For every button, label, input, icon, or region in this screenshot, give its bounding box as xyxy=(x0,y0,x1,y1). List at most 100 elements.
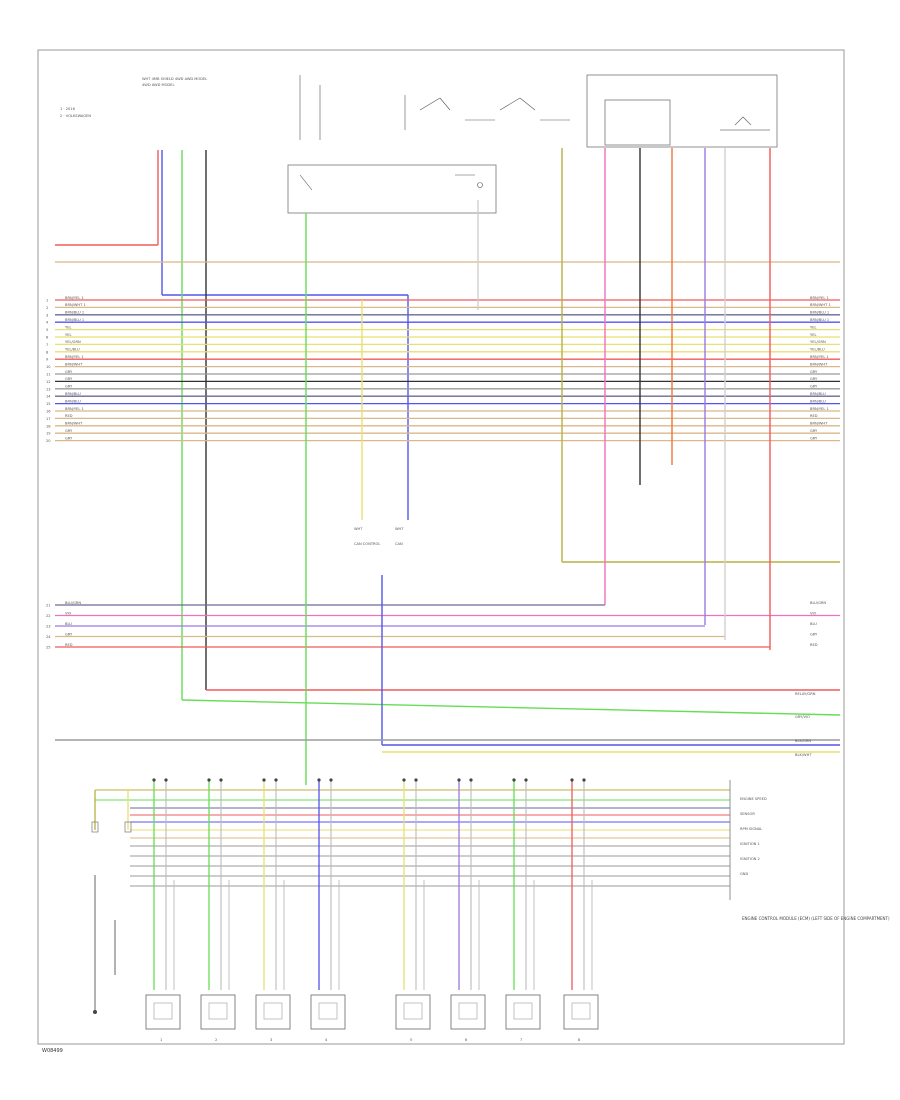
bus-wire-label-left: YEL xyxy=(65,325,71,329)
bus-wire-pin: 7 xyxy=(46,343,48,347)
bus-wire-pin: 20 xyxy=(46,439,51,443)
svg-text:SENSOR: SENSOR xyxy=(740,812,755,816)
bus-wire-label-right: YEL xyxy=(810,333,816,337)
bus-wire: GRY GRY 19 xyxy=(46,429,840,436)
bus-wire: RED RED 17 xyxy=(46,414,840,421)
mid-wire-label-right: VIO xyxy=(810,611,817,615)
bus-wire-label-right: YEL/BLU xyxy=(810,348,825,352)
bus-wire-label-right: YEL xyxy=(810,325,816,329)
bus-wire-label-left: BRN/BLU xyxy=(65,399,81,403)
bus-wire-pin: 17 xyxy=(46,417,51,421)
bus-wire-label-left: GRY xyxy=(65,429,73,433)
bus-wire-label-right: BRN/WHT xyxy=(810,422,828,426)
ecm-label: ENGINE CONTROL MODULE (ECM) (LEFT SIDE O… xyxy=(742,916,890,921)
fuel-injector: 5 xyxy=(395,778,431,1042)
bus-wire: YEL YEL 5 xyxy=(46,325,840,332)
mid-connector-a: WHT CAN CONTROL xyxy=(354,527,380,546)
injector-label: 3 xyxy=(270,1038,272,1042)
svg-text:IGNITION 2: IGNITION 2 xyxy=(740,857,760,861)
mid-wire-label-right: BLU xyxy=(810,622,817,626)
harness-connector xyxy=(124,790,132,833)
bus-wire-pin: 8 xyxy=(46,350,49,354)
mid-wire-label-left: RED xyxy=(65,643,73,647)
mid-wire: VIO VIO 22 xyxy=(46,611,840,618)
bus-wire-label-right: BRN/YEL 1 xyxy=(810,296,829,300)
bus-wire-label-right: RED xyxy=(810,414,818,418)
injector-label: 8 xyxy=(578,1038,581,1042)
bus-wire-label-left: BRN/BLU 1 xyxy=(65,311,84,315)
bus-wire-label-left: BRN/YEL 1 xyxy=(65,296,84,300)
legend-line-2: 2 · VOLKSWAGEN xyxy=(60,114,91,118)
bus-wire-pin: 15 xyxy=(46,402,51,406)
mid-connector-b: WHT CAN xyxy=(395,527,404,546)
bus-wire-pin: 19 xyxy=(46,432,51,436)
fuel-injector: 4 xyxy=(310,778,346,1042)
right-note-1: RELAY/GRN xyxy=(795,692,816,696)
svg-text:RPM SIGNAL: RPM SIGNAL xyxy=(740,827,762,831)
svg-text:CAN CONTROL: CAN CONTROL xyxy=(354,542,380,546)
bus-wire-pin: 3 xyxy=(46,313,48,317)
bus-wire-label-left: RED xyxy=(65,414,73,418)
bus-wire-label-right: GRY xyxy=(810,377,818,381)
bus-wire-label-right: GRY xyxy=(810,429,818,433)
bus-wire: YEL/BLU YEL/BLU 8 xyxy=(46,348,840,354)
bus-wire-label-right: BRN/WHT 1 xyxy=(810,303,831,307)
top-switch-group xyxy=(299,75,570,140)
top-right-module xyxy=(586,74,778,148)
bus-wire-pin: 14 xyxy=(46,395,51,399)
bus-wire-label-left: GRY xyxy=(65,370,73,374)
mid-wire-label-left: VIO xyxy=(65,611,72,615)
mid-wire-label-left: BLU xyxy=(65,622,72,626)
fuel-injector: 3 xyxy=(255,778,291,1042)
injector-label: 6 xyxy=(465,1038,468,1042)
bus-wire-label-right: BRN/BLU 1 xyxy=(810,318,829,322)
right-note-3: BLK/GRN xyxy=(795,739,811,743)
diagram-frame xyxy=(37,49,845,1045)
bus-wire-pin: 2 xyxy=(46,306,48,310)
bus-wire-label-left: GRY xyxy=(65,385,73,389)
injector-label: 5 xyxy=(410,1038,412,1042)
top-connector-label-2: 4WD AWD MODEL xyxy=(142,83,174,87)
harness-connector xyxy=(91,790,99,833)
bus-wire-label-right: BRN/WHT xyxy=(810,362,828,366)
bus-wire-label-left: BRN/YEL 1 xyxy=(65,355,84,359)
bus-wire-pin: 12 xyxy=(46,380,51,384)
injector-label: 4 xyxy=(325,1038,328,1042)
bus-wire-pin: 13 xyxy=(46,387,51,391)
bus-wire: BRN/WHT BRN/WHT 18 xyxy=(46,422,840,428)
mid-wire-label-left: BLU/GRN xyxy=(65,601,81,605)
injector-label: 1 xyxy=(160,1038,162,1042)
bus-wire-label-left: YEL/BLU xyxy=(65,348,80,352)
right-note-2: GRY/VIO xyxy=(795,715,810,719)
mid-wire-pin: 22 xyxy=(46,614,51,618)
bus-wire-label-left: GRY xyxy=(65,436,73,440)
bus-wire-pin: 9 xyxy=(46,358,49,362)
svg-text:GND: GND xyxy=(740,872,748,876)
bus-wire-pin: 16 xyxy=(46,410,51,414)
mid-wire-label-right: BLU/GRN xyxy=(810,601,826,605)
bus-wire-pin: 5 xyxy=(46,328,48,332)
bus-wire-label-left: YEL xyxy=(65,333,71,337)
bus-wire-pin: 1 xyxy=(46,299,48,303)
module-drop-wires xyxy=(477,148,840,650)
fuel-injector: 2 xyxy=(200,778,236,1042)
bus-wire-label-left: BRN/WHT xyxy=(65,362,83,366)
bus-wire-label-left: BRN/WHT xyxy=(65,422,83,426)
diagram-code: W08499 xyxy=(42,1048,63,1054)
bus-wire-pin: 18 xyxy=(46,424,51,428)
bus-wire-label-right: GRY xyxy=(810,370,818,374)
relay-module xyxy=(287,164,497,214)
